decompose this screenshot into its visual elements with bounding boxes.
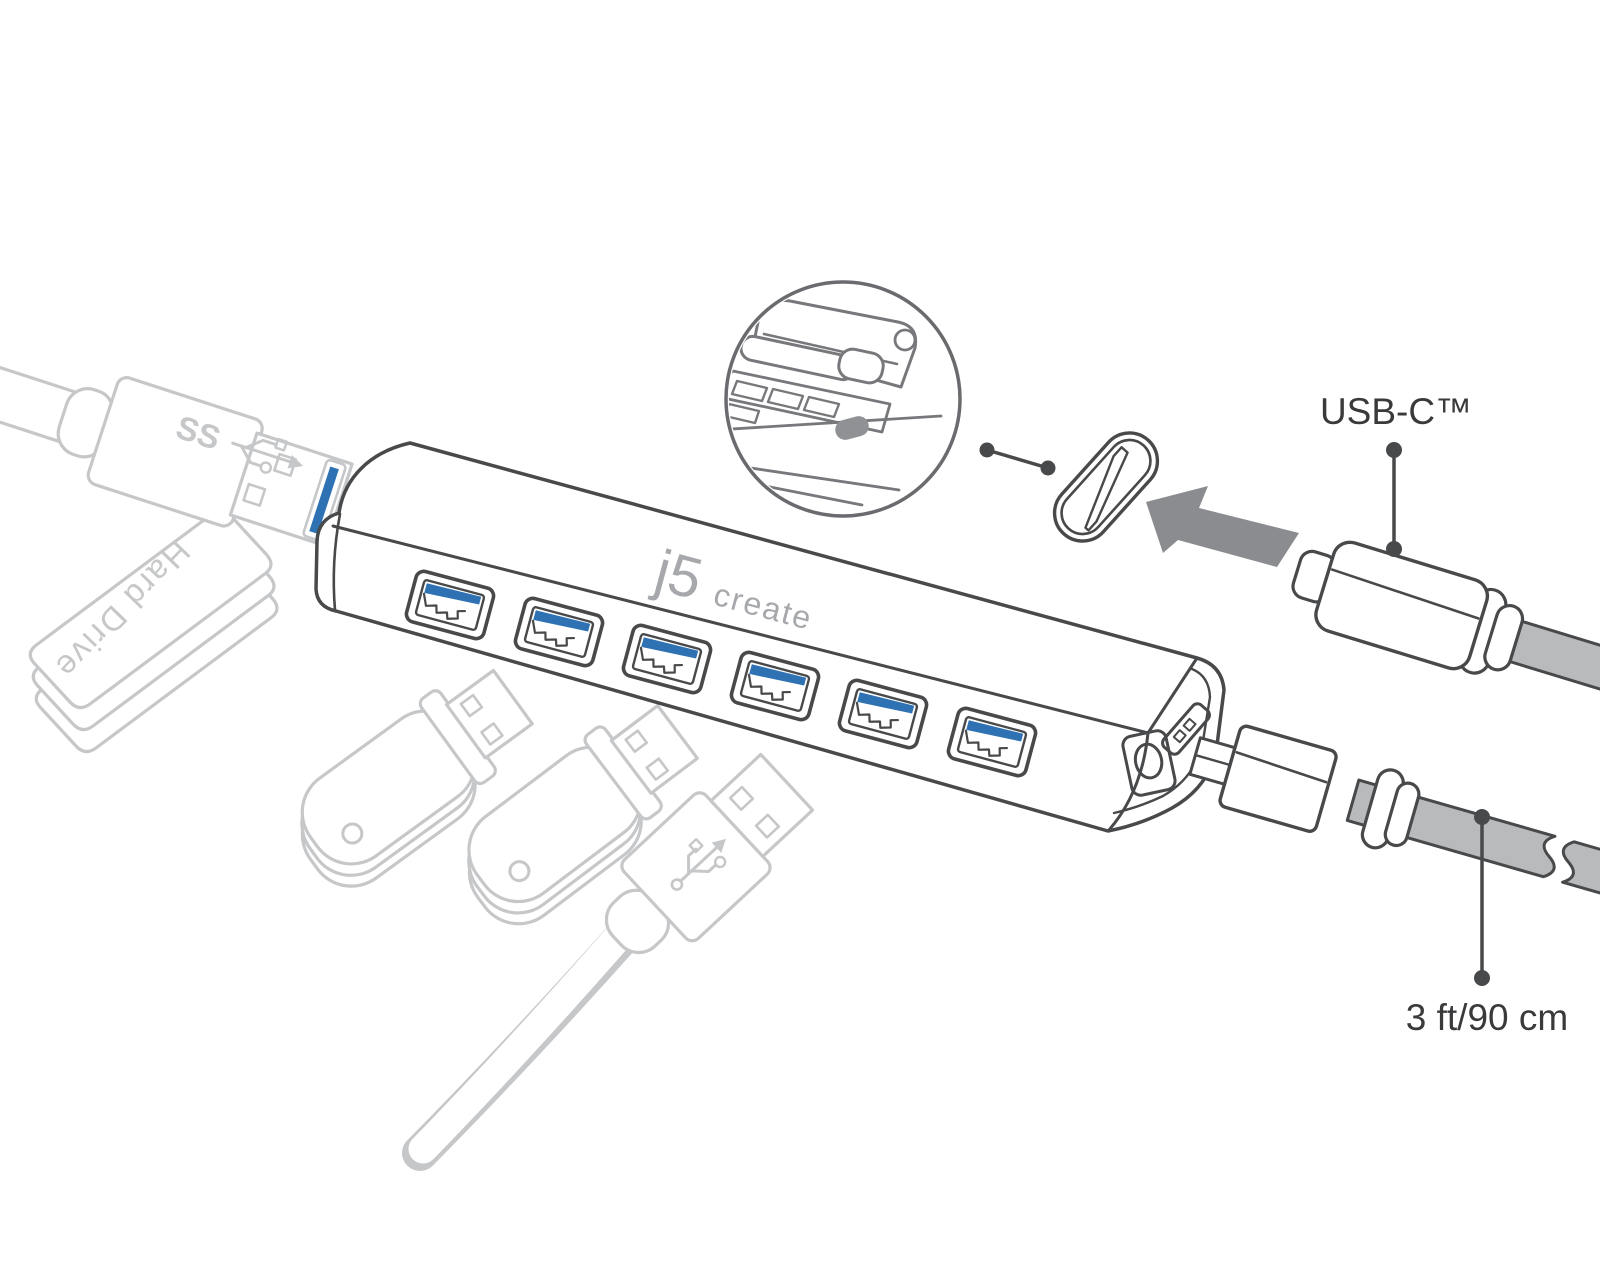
- usb3-blue-tab: [309, 466, 339, 534]
- usbc-plug-front-view: [1052, 431, 1160, 543]
- inset-leader: [979, 442, 1056, 476]
- microb-cable-connector: 3 ft/90 cm: [1188, 724, 1600, 1038]
- usb-a-plug: [604, 752, 815, 955]
- usb-trident-icon: [670, 838, 727, 891]
- laptop-camera-icon: [893, 328, 917, 352]
- hub-front-top-edge: [331, 524, 1150, 735]
- laptop-inset: [724, 280, 962, 518]
- usbc-cable-connector: USB-C™: [1291, 391, 1600, 710]
- hard-drive: Hard Drive: [28, 508, 279, 754]
- laptop-usbc-port: [835, 416, 869, 440]
- laptop-keys: [729, 379, 841, 425]
- usb-a-plug-cable: [402, 890, 666, 1171]
- cable-length-label: 3 ft/90 cm: [1406, 997, 1568, 1038]
- power-jack: [1121, 729, 1177, 797]
- usbc-label: USB-C™: [1320, 391, 1472, 432]
- insert-arrow-icon: [1146, 486, 1299, 567]
- usb-a-cable-connector: SS: [0, 354, 354, 548]
- cable-length-leader: [1474, 809, 1490, 986]
- cable-break-icon: [1561, 840, 1600, 908]
- micro-b-port: [1161, 702, 1211, 756]
- usbc-leader: [1386, 442, 1402, 557]
- hub: j5 create: [314, 441, 1226, 833]
